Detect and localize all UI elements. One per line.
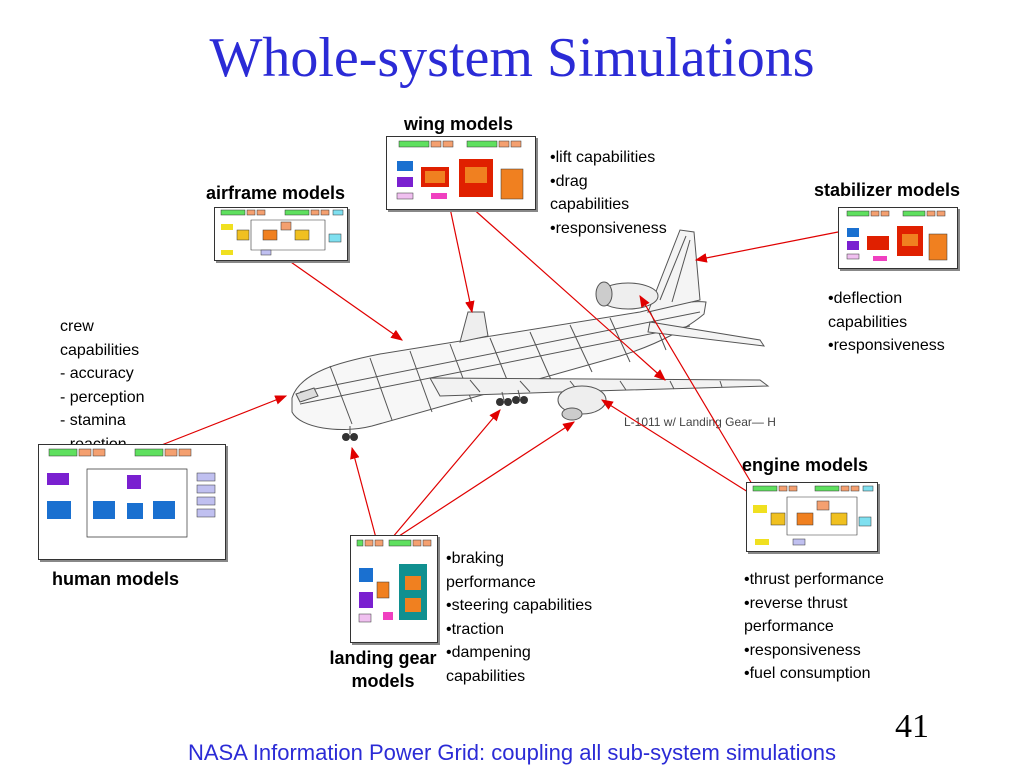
arrow-stabilizer-to-tail xyxy=(694,231,839,263)
landing-gear-label-line: models xyxy=(351,671,415,691)
landing-gear-capability-item: •traction xyxy=(446,620,505,638)
airframe-model-schematic xyxy=(220,209,344,256)
landing-gear-capability-item: •steering capabilities xyxy=(446,597,593,614)
wing-capability-item: •lift capabilities xyxy=(550,149,656,166)
engine-capability-item: •fuel consumption xyxy=(744,665,871,682)
human-models-label: human models xyxy=(52,569,180,589)
stabilizer-capabilities: •deflection capabilities •responsiveness xyxy=(828,287,945,358)
airplane-caption: L-1011 w/ Landing Gear— H xyxy=(624,415,776,429)
landing-gear-capability-item: •dampening xyxy=(446,644,531,661)
wing-capability-item: •drag xyxy=(550,172,588,190)
stabilizer-models-label: stabilizer models xyxy=(814,180,961,200)
arrow-engine-to-tail-engine xyxy=(639,294,753,485)
engine-models-thumbnail[interactable] xyxy=(746,482,878,552)
human-capability-item: - stamina xyxy=(60,412,126,429)
stabilizer-capability-item: •responsiveness xyxy=(828,337,945,354)
landing-gear-models-label: landing gear models xyxy=(326,648,440,692)
engine-models-label: engine models xyxy=(742,455,869,475)
wing-models-label: wing models xyxy=(404,114,514,134)
engine-capability-item: •thrust performance xyxy=(744,571,884,588)
arrow-gear-to-rear-gear xyxy=(395,421,576,539)
arrow-human-to-cockpit xyxy=(153,395,288,449)
wing-models-thumbnail[interactable] xyxy=(386,136,536,210)
human-capability-item: - accuracy xyxy=(60,365,134,382)
airframe-models-thumbnail[interactable] xyxy=(214,207,348,261)
stabilizer-model-schematic xyxy=(846,210,948,261)
stabilizer-models-thumbnail[interactable] xyxy=(838,207,958,269)
wing-capability-item: •responsiveness xyxy=(550,219,667,237)
footer-caption: NASA Information Power Grid: coupling al… xyxy=(187,740,837,765)
human-models-thumbnail[interactable] xyxy=(38,444,226,560)
landing-gear-capability-item: performance xyxy=(446,573,536,591)
arrow-gear-to-nose-gear xyxy=(350,446,377,539)
wing-model-schematic xyxy=(396,140,524,200)
arrow-airframe-to-fuselage xyxy=(287,259,403,341)
airframe-models-label: airframe models xyxy=(206,183,346,203)
arrow-wing-to-wing-tip xyxy=(469,205,666,381)
engine-capabilities: •thrust performance •reverse thrust perf… xyxy=(744,568,884,686)
arrow-wing-to-wing-root xyxy=(449,207,475,314)
human-capability-item: - perception xyxy=(60,388,145,406)
wing-capabilities: •lift capabilities •drag capabilities •r… xyxy=(550,146,667,240)
engine-model-schematic xyxy=(752,485,874,546)
landing-gear-models-thumbnail[interactable] xyxy=(350,535,438,643)
landing-gear-capability-item: capabilities xyxy=(446,667,526,685)
stabilizer-capability-item: capabilities xyxy=(828,313,908,331)
stabilizer-capability-item: •deflection xyxy=(828,290,903,307)
engine-capability-item: performance xyxy=(744,618,834,635)
landing-gear-capabilities: •braking performance •steering capabilit… xyxy=(446,547,592,688)
landing-gear-capability-item: •braking xyxy=(446,550,505,567)
wing-capability-item: capabilities xyxy=(550,196,630,213)
human-capability-item: crew xyxy=(60,318,94,335)
engine-capability-item: •responsiveness xyxy=(744,641,861,659)
engine-capability-item: •reverse thrust xyxy=(744,594,848,612)
human-capabilities: crew capabilities - accuracy - perceptio… xyxy=(60,315,145,451)
landing-gear-model-schematic xyxy=(356,539,432,623)
page-number: 41 xyxy=(895,708,929,745)
human-capability-item: capabilities xyxy=(60,341,140,359)
arrow-engine-to-wing-engine xyxy=(600,399,749,493)
page-title: Whole-system Simulations xyxy=(209,27,815,89)
human-model-schematic xyxy=(47,448,216,538)
arrow-gear-to-main-gear xyxy=(391,409,501,539)
landing-gear-label-line: landing gear xyxy=(329,648,437,668)
